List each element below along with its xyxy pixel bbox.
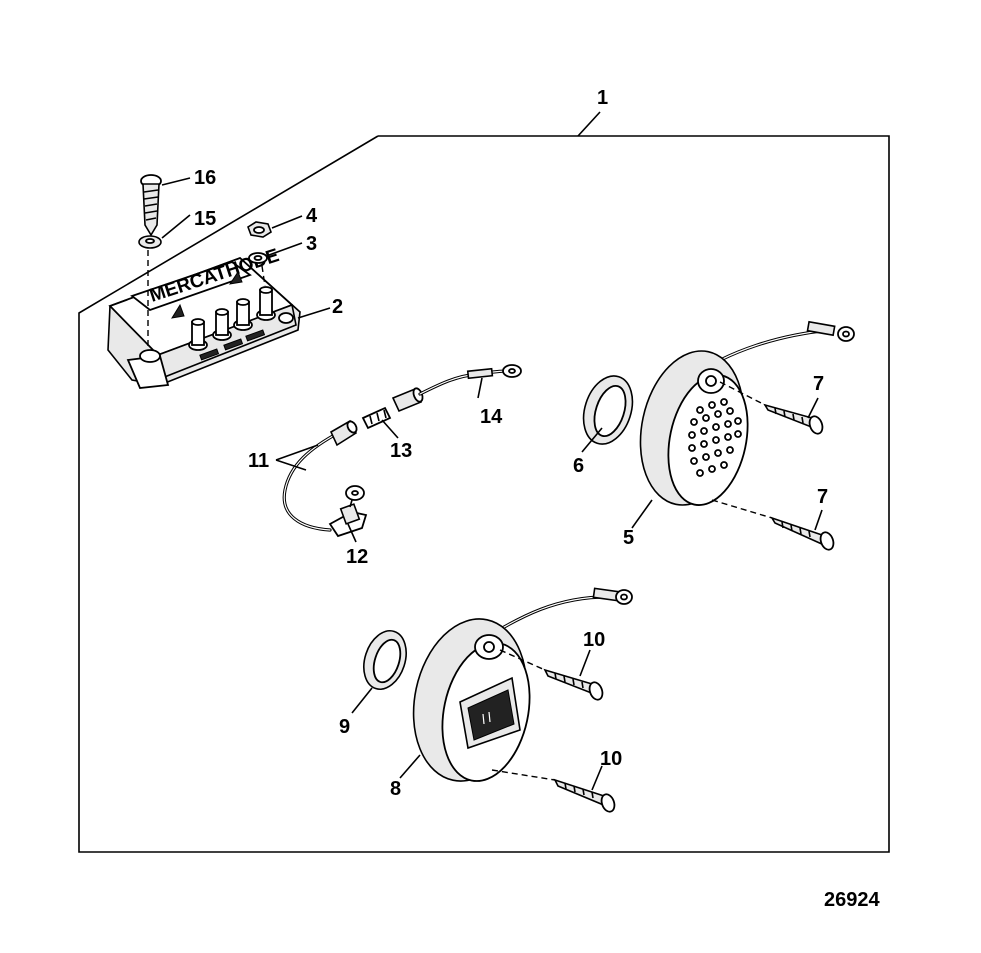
wire-boot <box>329 419 358 447</box>
hex-nut <box>247 221 272 238</box>
ring-terminal <box>328 485 368 538</box>
seal-ring <box>582 375 634 445</box>
callout-5: 5 <box>623 527 634 549</box>
housing-screw <box>553 778 616 813</box>
callout-7-upper: 7 <box>813 373 824 395</box>
callout-8: 8 <box>390 778 401 800</box>
callout-7-lower: 7 <box>817 486 828 508</box>
callout-13: 13 <box>390 440 412 462</box>
callout-2: 2 <box>332 296 343 318</box>
callout-3: 3 <box>306 233 317 255</box>
inline-connector <box>361 406 392 430</box>
flat-washer <box>248 252 268 264</box>
kit-boundary-frame <box>78 135 890 853</box>
controller-module: MERCATHODE <box>107 245 301 389</box>
electrode-grid <box>688 398 742 477</box>
housing-screw <box>770 516 835 551</box>
callout-4: 4 <box>306 205 318 227</box>
connector-sleeve <box>391 387 424 413</box>
callout-15: 15 <box>194 208 216 230</box>
electrode-housing <box>639 320 855 506</box>
callout-1: 1 <box>597 87 608 109</box>
module-label-plate <box>130 260 252 312</box>
seal-ring <box>363 630 407 690</box>
reference-housing <box>412 587 633 782</box>
lock-washer <box>138 235 162 249</box>
reference-number: 26924 <box>824 889 880 911</box>
callout-16: 16 <box>194 167 216 189</box>
wiring-harness <box>282 364 522 538</box>
leader-lines <box>161 111 823 791</box>
terminal-post <box>212 308 232 341</box>
terminal-post <box>233 298 253 331</box>
callout-6: 6 <box>573 455 584 477</box>
callout-14: 14 <box>480 406 503 428</box>
callout-10-upper: 10 <box>583 629 605 651</box>
mounting-screw <box>140 174 162 237</box>
terminal-post <box>256 286 276 321</box>
callout-labels: 1 2 3 4 15 16 14 13 11 12 6 5 7 7 10 10 … <box>194 87 828 800</box>
callout-12: 12 <box>346 546 368 568</box>
housing-screw <box>763 403 824 435</box>
terminal-post <box>188 318 208 351</box>
callout-10-lower: 10 <box>600 748 622 770</box>
callout-9: 9 <box>339 716 350 738</box>
housing-screw <box>543 668 604 701</box>
callout-11: 11 <box>248 450 269 472</box>
